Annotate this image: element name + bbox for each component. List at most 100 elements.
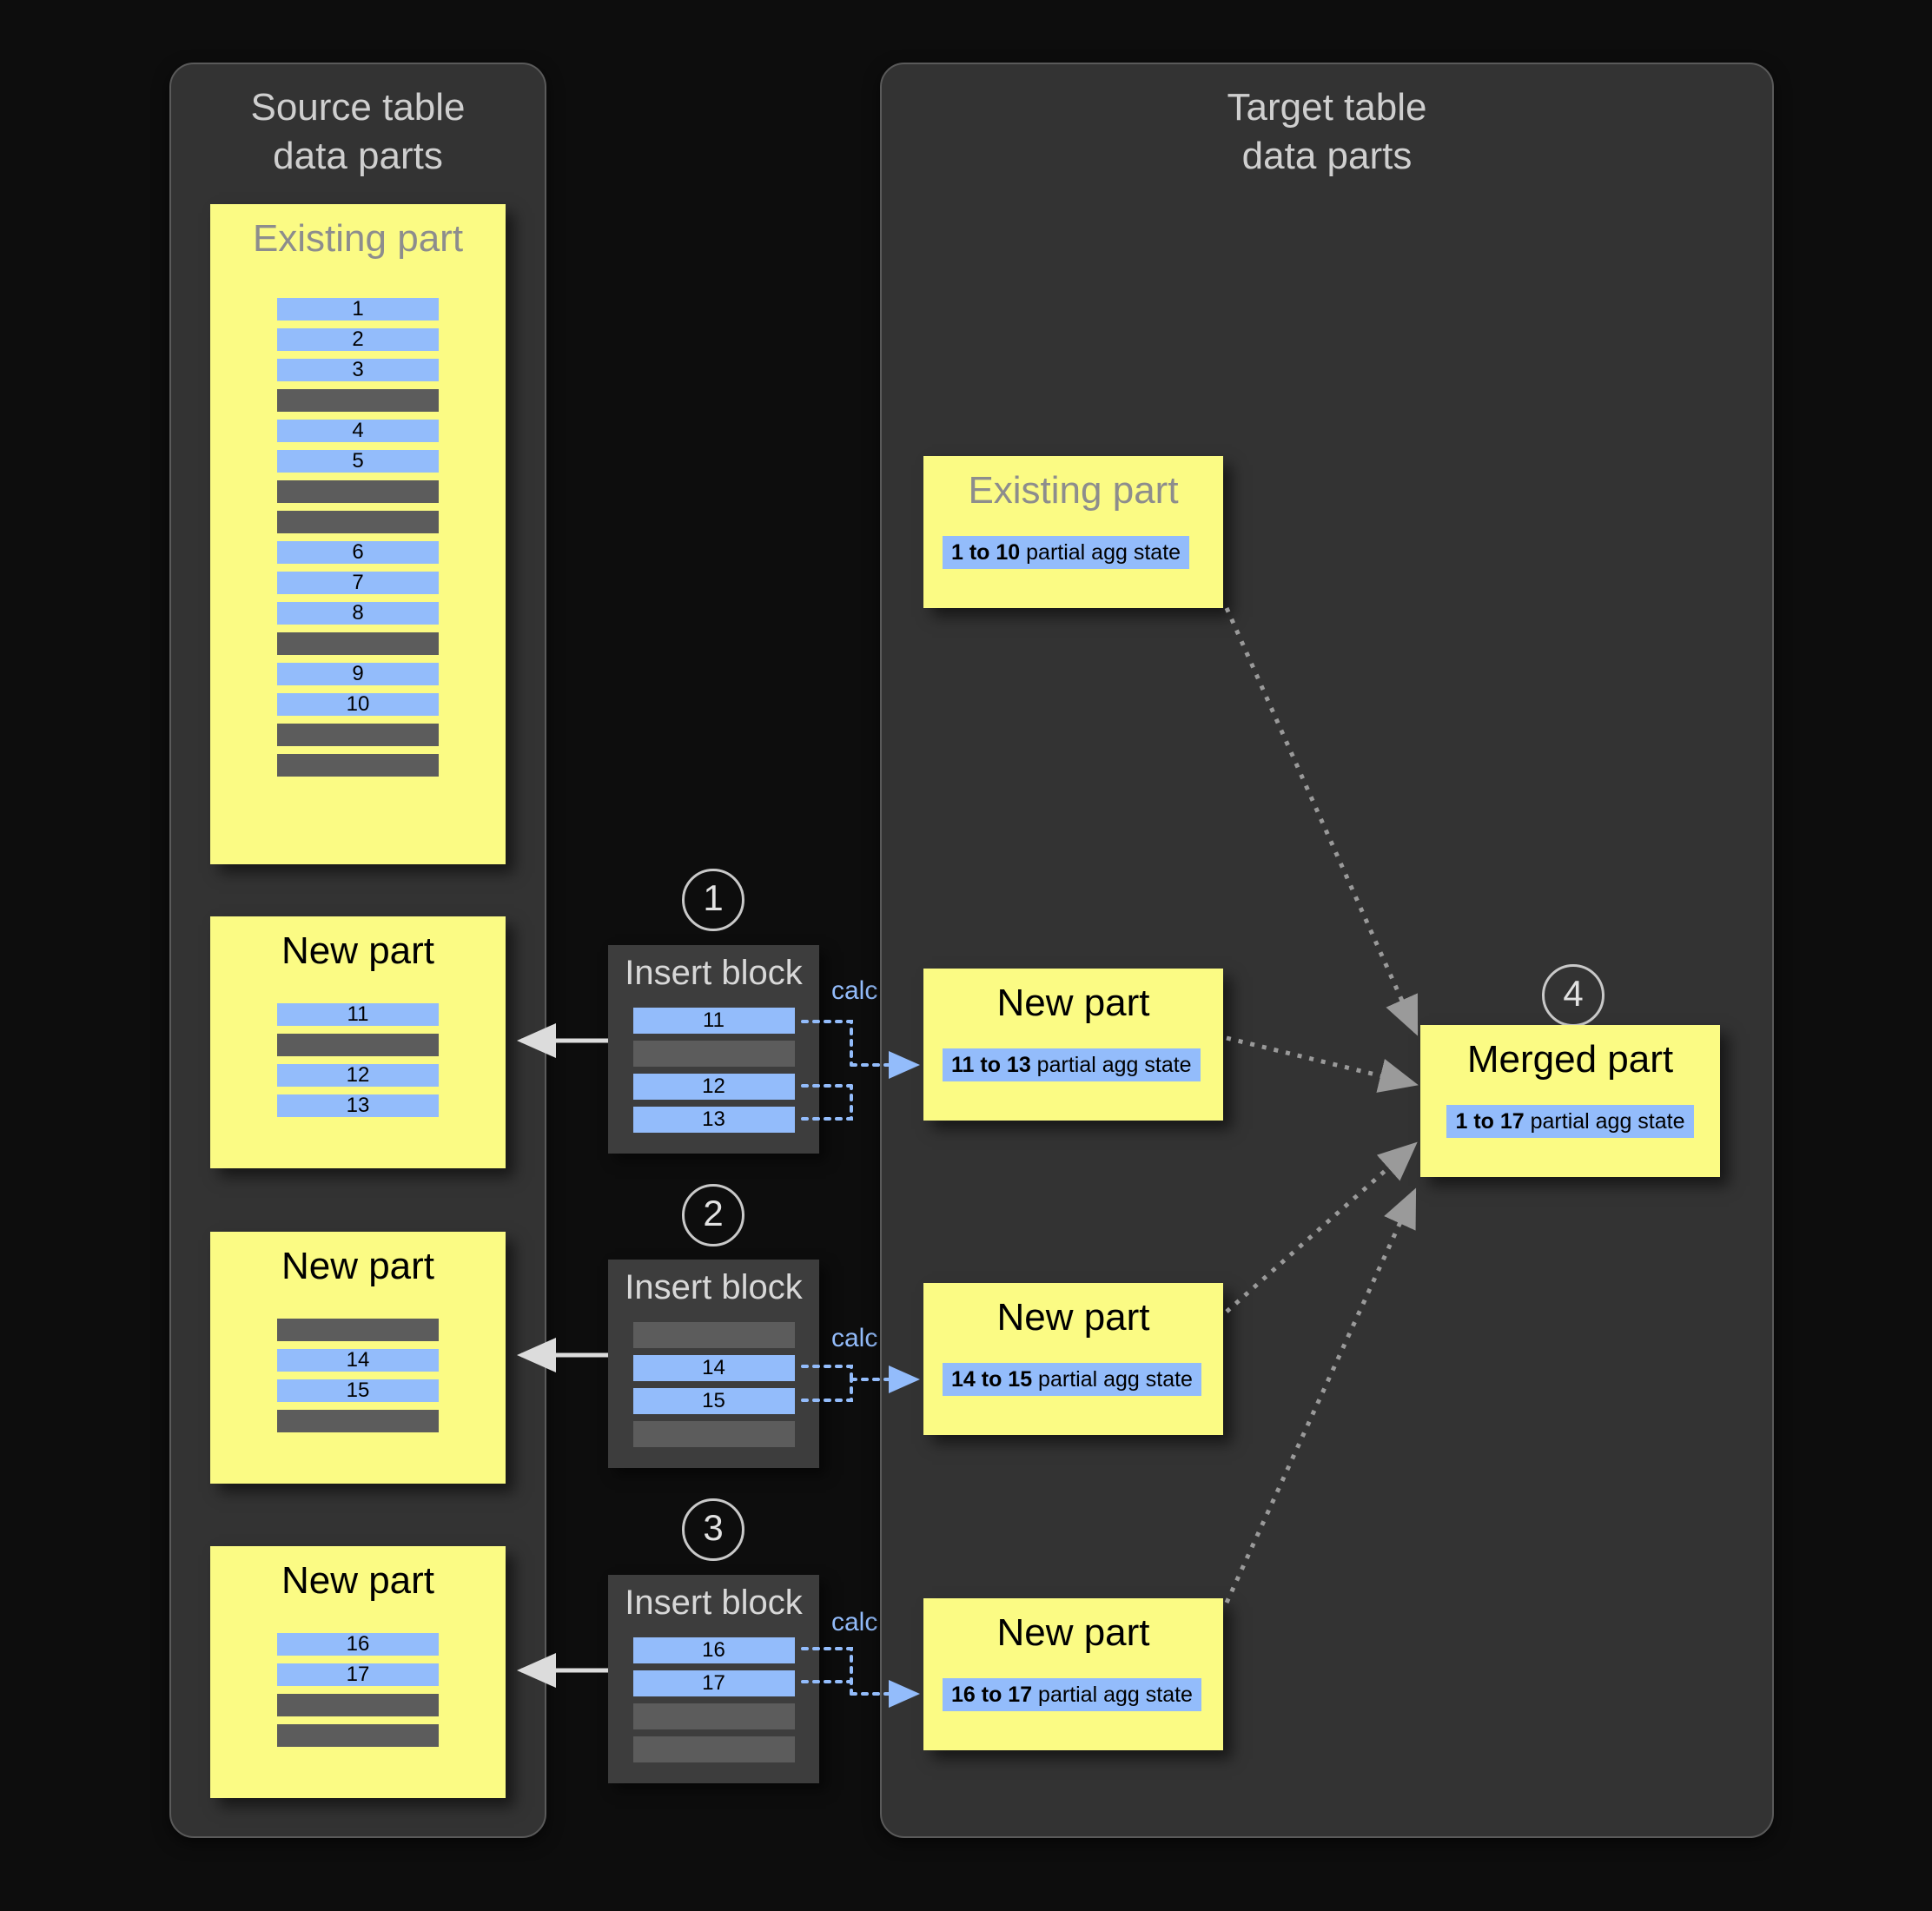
insert-block-1-row-4: 13 [632, 1107, 795, 1133]
target-existing-part-agg: 1 to 10 partial agg state [943, 536, 1190, 569]
target-new-part-1-agg: 11 to 13 partial agg state [943, 1048, 1201, 1081]
source-existing-part-row-4 [277, 389, 439, 412]
calc-label-1: calc [831, 976, 878, 1005]
source-panel-title: Source table data parts [171, 83, 545, 181]
source-new-part-2-row-2: 14 [277, 1349, 439, 1372]
source-existing-part-row-2: 2 [277, 328, 439, 351]
target-panel-title-line1: Target table [1227, 86, 1427, 129]
source-new-part-3-row-2: 17 [277, 1663, 439, 1686]
insert-block-3-title: Insert block [625, 1584, 803, 1622]
target-existing-part-agg-wrap: 1 to 10 partial agg state [923, 536, 1223, 569]
target-table-panel: Target table data parts [880, 63, 1774, 1838]
target-new-part-3-agg-wrap: 16 to 17 partial agg state [923, 1678, 1223, 1711]
source-new-part-1-row-4: 13 [277, 1094, 439, 1117]
insert-block-1-row-3: 12 [632, 1074, 795, 1100]
source-new-part-2-row-1 [277, 1319, 439, 1341]
target-merged-part-agg-wrap: 1 to 17 partial agg state [1420, 1105, 1720, 1138]
step-badge-1: 1 [682, 869, 744, 931]
target-new-part-1-agg-suffix: partial agg state [1030, 1053, 1192, 1077]
insert-block-2-row-2: 14 [632, 1355, 795, 1381]
source-new-part-3-title: New part [281, 1559, 435, 1602]
target-merged-part-agg-range: 1 to 17 [1455, 1109, 1525, 1134]
target-merged-part-agg: 1 to 17 partial agg state [1446, 1105, 1694, 1138]
insert-block-2-row-3: 15 [632, 1388, 795, 1414]
target-new-part-2-agg: 14 to 15 partial agg state [943, 1363, 1201, 1396]
target-new-part-3[interactable]: New part 16 to 17 partial agg state [923, 1598, 1223, 1750]
target-new-part-2-agg-suffix: partial agg state [1032, 1367, 1193, 1392]
source-existing-part-row-8 [277, 511, 439, 533]
insert-block-1[interactable]: Insert block 11 12 13 [608, 945, 819, 1154]
source-new-part-2-row-3: 15 [277, 1379, 439, 1402]
source-new-part-2-title: New part [281, 1245, 435, 1287]
target-existing-part[interactable]: Existing part 1 to 10 partial agg state [923, 456, 1223, 608]
target-new-part-3-agg: 16 to 17 partial agg state [943, 1678, 1201, 1711]
target-new-part-1-agg-range: 11 to 13 [951, 1053, 1031, 1077]
source-new-part-3-row-3 [277, 1694, 439, 1716]
source-existing-part-row-13: 9 [277, 663, 439, 685]
target-merged-part-agg-suffix: partial agg state [1524, 1109, 1685, 1134]
calc-label-3: calc [831, 1608, 878, 1637]
target-new-part-3-title: New part [996, 1611, 1150, 1654]
insert-block-2-row-4 [632, 1421, 795, 1447]
target-new-part-3-agg-range: 16 to 17 [951, 1683, 1033, 1707]
target-existing-part-title: Existing part [968, 469, 1179, 512]
source-existing-part-row-1: 1 [277, 298, 439, 321]
source-existing-part-row-6: 5 [277, 450, 439, 473]
source-existing-part-row-7 [277, 480, 439, 503]
insert-block-2-title: Insert block [625, 1268, 803, 1306]
insert-block-2-row-1 [632, 1322, 795, 1348]
target-panel-title-line2: data parts [1241, 135, 1413, 177]
target-new-part-2-agg-range: 14 to 15 [951, 1367, 1033, 1392]
target-new-part-1-title: New part [996, 982, 1150, 1024]
target-merged-part[interactable]: Merged part 1 to 17 partial agg state [1420, 1025, 1720, 1177]
target-new-part-1[interactable]: New part 11 to 13 partial agg state [923, 969, 1223, 1121]
source-new-part-1-row-1: 11 [277, 1003, 439, 1026]
insert-block-1-title: Insert block [625, 954, 803, 992]
source-existing-part-row-12 [277, 632, 439, 655]
insert-block-1-rows: 11 12 13 [608, 1008, 819, 1140]
calc-label-2: calc [831, 1324, 878, 1352]
source-new-part-2-row-4 [277, 1410, 439, 1432]
insert-block-3-row-1: 16 [632, 1637, 795, 1663]
step-badge-4: 4 [1542, 964, 1604, 1027]
insert-block-1-row-2 [632, 1041, 795, 1067]
target-new-part-2[interactable]: New part 14 to 15 partial agg state [923, 1283, 1223, 1435]
target-existing-part-agg-range: 1 to 10 [951, 540, 1021, 565]
target-new-part-1-agg-wrap: 11 to 13 partial agg state [923, 1048, 1223, 1081]
source-existing-part-row-10: 7 [277, 572, 439, 594]
source-panel-title-line2: data parts [273, 135, 443, 177]
target-panel-title: Target table data parts [882, 83, 1772, 181]
source-panel-title-line1: Source table [250, 86, 466, 129]
target-new-part-2-agg-wrap: 14 to 15 partial agg state [923, 1363, 1223, 1396]
source-new-part-1-title: New part [281, 929, 435, 972]
source-existing-part-title: Existing part [252, 217, 464, 260]
insert-block-3-row-2: 17 [632, 1670, 795, 1696]
source-new-part-1-row-2 [277, 1034, 439, 1056]
source-existing-part-row-9: 6 [277, 541, 439, 564]
source-new-part-3-row-1: 16 [277, 1633, 439, 1656]
insert-block-3-row-3 [632, 1703, 795, 1729]
source-existing-part-row-16 [277, 754, 439, 777]
target-existing-part-agg-suffix: partial agg state [1020, 540, 1181, 565]
source-existing-part-row-15 [277, 724, 439, 746]
source-new-part-3-row-4 [277, 1724, 439, 1747]
source-existing-part-row-5: 4 [277, 420, 439, 442]
target-merged-part-title: Merged part [1466, 1038, 1674, 1081]
step-badge-2: 2 [682, 1184, 744, 1246]
source-existing-part-row-3: 3 [277, 359, 439, 381]
target-new-part-2-title: New part [996, 1296, 1150, 1339]
insert-block-3-row-4 [632, 1736, 795, 1762]
insert-block-3[interactable]: Insert block 16 17 [608, 1575, 819, 1783]
source-existing-part-row-14: 10 [277, 693, 439, 716]
insert-block-1-row-1: 11 [632, 1008, 795, 1034]
